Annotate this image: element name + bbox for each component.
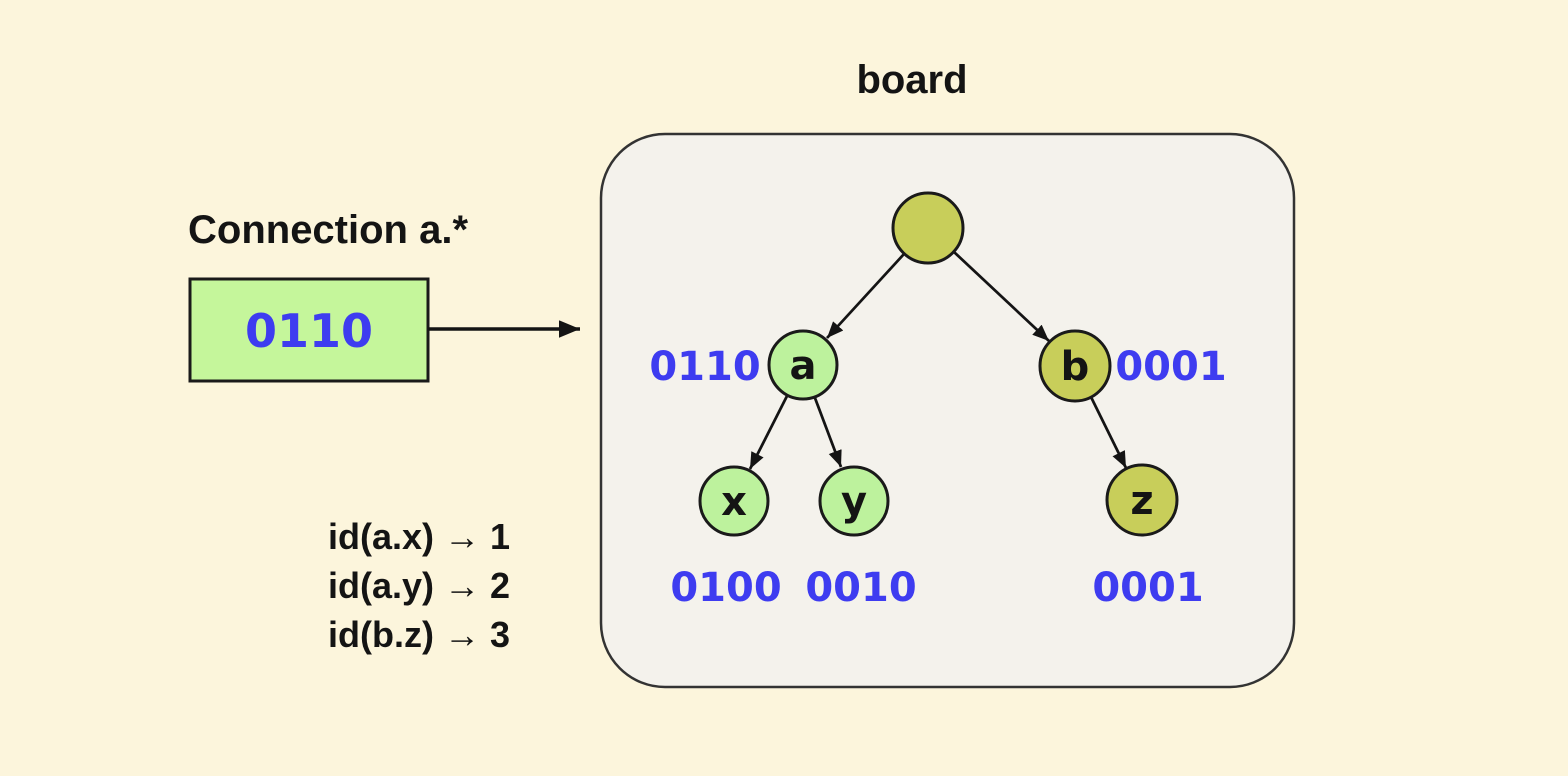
connection-value-box — [188, 277, 430, 383]
binary-label-x: 0100 — [670, 565, 781, 611]
node-y-label: y — [841, 479, 867, 525]
id-map: id(a.x) → 1 id(a.y) → 2 id(b.z) → 3 — [328, 516, 510, 655]
node-z-label: z — [1130, 478, 1153, 524]
id-map-line: id(b.z) → 3 — [328, 614, 510, 655]
binary-label-y: 0010 — [805, 565, 916, 611]
edge-root-a — [825, 253, 906, 339]
node-a — [767, 329, 839, 401]
node-z — [1105, 463, 1179, 537]
edge-a-y — [813, 397, 843, 468]
node-a-label: a — [790, 343, 817, 389]
binary-label-b: 0001 — [1115, 344, 1226, 390]
root-node — [891, 191, 965, 265]
connection-value: 0110 — [245, 304, 373, 358]
id-map-line: id(a.y) → 2 — [328, 565, 510, 606]
node-x — [698, 465, 770, 537]
connection-group: Connection a.* 0110 — [188, 208, 580, 383]
node-y — [818, 465, 890, 537]
binary-label-z: 0001 — [1092, 565, 1203, 611]
node-b-label: b — [1061, 344, 1090, 390]
binary-label-a: 0110 — [649, 344, 760, 390]
connection-title: Connection a.* — [188, 208, 468, 252]
edge-b-z — [1089, 396, 1128, 469]
board-group: board a b x y z 0110 0001 0100 0010 0001 — [599, 58, 1296, 689]
board-title: board — [856, 58, 967, 102]
node-b — [1038, 329, 1112, 403]
id-map-line: id(a.x) → 1 — [328, 516, 510, 557]
edge-root-b — [953, 250, 1050, 343]
edge-a-x — [748, 395, 789, 470]
board-container — [599, 132, 1296, 689]
node-x-label: x — [721, 479, 747, 525]
